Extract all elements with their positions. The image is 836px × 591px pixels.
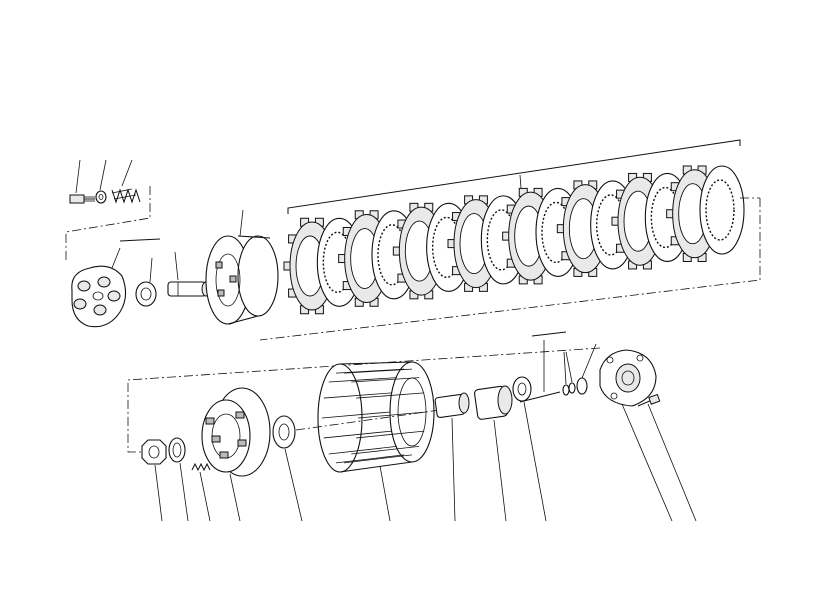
leader-lines-top-left — [75, 159, 133, 194]
washer-part — [95, 190, 107, 204]
outer-basket-part — [317, 361, 435, 522]
lock-washer-part — [168, 437, 189, 522]
cylinder-bolt-part — [637, 393, 697, 522]
spacer-bush-part — [434, 392, 470, 522]
small-spring-part — [191, 462, 211, 522]
basket-finger — [351, 377, 420, 383]
bolt-part — [69, 194, 95, 204]
basket-finger — [328, 446, 397, 455]
plate-stack-bracket — [287, 139, 741, 214]
pushrod-part — [167, 251, 211, 297]
basket-finger — [323, 430, 392, 439]
bearing-part — [135, 257, 157, 307]
axis-line — [295, 409, 441, 431]
nut-part — [141, 439, 167, 522]
clutch-drum-part — [205, 209, 279, 325]
push-rod-part — [519, 331, 597, 403]
steel-plate — [699, 165, 745, 255]
dashed-frame-plates — [259, 197, 761, 341]
clutch-plate-stack — [283, 165, 745, 315]
basket-finger — [351, 446, 420, 455]
basket-fingers — [321, 368, 427, 464]
basket-finger — [323, 392, 392, 399]
basket-finger — [328, 377, 397, 383]
inner-hub-part — [201, 387, 271, 522]
basket-finger — [343, 368, 413, 374]
spring-part — [111, 188, 141, 204]
thrust-washer-part — [272, 415, 303, 522]
basket-finger — [343, 454, 413, 464]
basket-finger — [321, 411, 391, 419]
basket-finger — [335, 368, 405, 374]
basket-finger — [335, 454, 405, 464]
washer-lower-part — [512, 376, 547, 522]
pressure-plate-part — [71, 247, 127, 328]
basket-finger — [356, 430, 425, 439]
basket-finger — [356, 392, 425, 399]
slave-cylinder-part — [599, 349, 673, 522]
needle-bearing-part — [474, 385, 513, 522]
dashed-bracket-top-left — [65, 186, 161, 260]
basket-finger — [357, 411, 427, 419]
